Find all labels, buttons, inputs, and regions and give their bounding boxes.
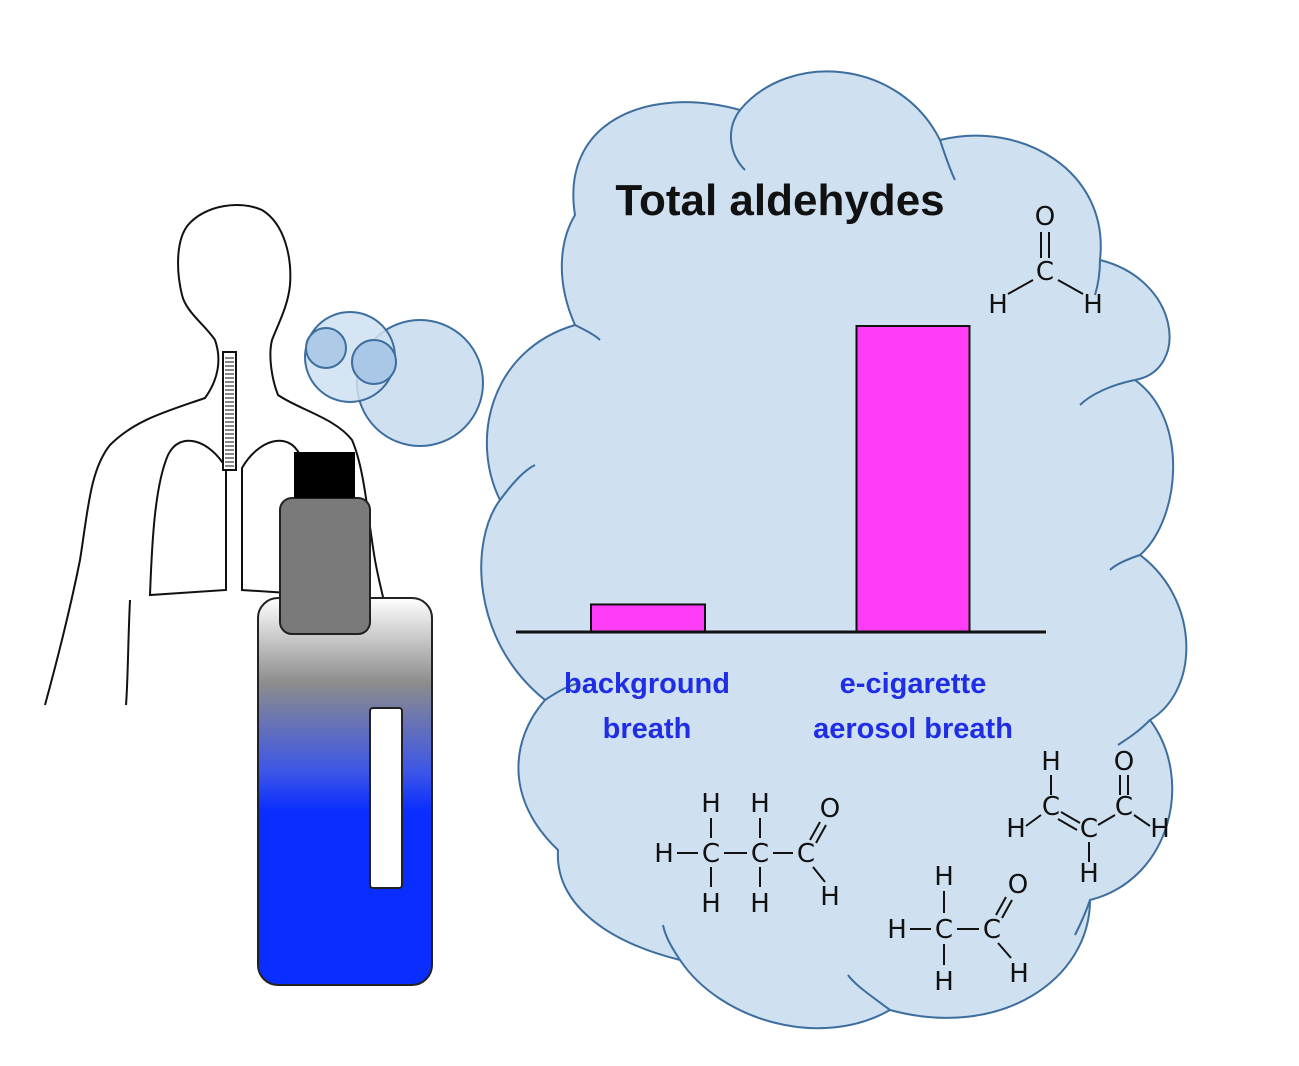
atom: O	[1114, 747, 1134, 777]
atom: H	[1079, 859, 1099, 889]
category-label-line: background	[564, 668, 730, 700]
atom: H	[750, 789, 770, 819]
formaldehyde-structure: O C H H	[988, 202, 1103, 320]
atom: C	[1042, 792, 1060, 822]
atom: C	[983, 915, 1001, 945]
propanal-structure: H H H C C C O H H H	[654, 789, 840, 919]
atom: H	[1150, 814, 1170, 844]
atom: C	[1115, 792, 1133, 822]
category-label-line: e-cigarette	[840, 668, 987, 700]
atom: H	[934, 862, 954, 892]
bar-group	[590, 325, 971, 634]
atom: H	[654, 839, 674, 869]
atom: H	[701, 889, 721, 919]
atom: H	[934, 967, 954, 997]
atom: O	[1008, 870, 1028, 900]
atom: C	[935, 915, 953, 945]
vape-bottle	[257, 452, 433, 986]
atom: C	[1080, 814, 1098, 844]
atom: C	[1036, 257, 1054, 287]
category-label-background: background breath	[564, 668, 730, 745]
atom: H	[887, 915, 907, 945]
atom: H	[1009, 959, 1029, 989]
atom: H	[1083, 290, 1103, 320]
atom: C	[702, 839, 720, 869]
thought-cloud	[480, 70, 1188, 1030]
chart-title: Total aldehydes	[615, 176, 944, 225]
atom: O	[820, 794, 840, 824]
category-label-line: breath	[603, 713, 692, 745]
category-label-ecigarette: e-cigarette aerosol breath	[813, 668, 1013, 745]
acetaldehyde-structure: H H C C O H H	[887, 862, 1029, 997]
bar-1	[855, 325, 971, 633]
atom: H	[1006, 814, 1026, 844]
acrolein-structure: H C H C H C O H	[1006, 747, 1170, 889]
cloud-inner-arcs	[499, 109, 1151, 1011]
atom: H	[820, 882, 840, 912]
category-label-line: aerosol breath	[813, 713, 1013, 745]
atom: H	[701, 789, 721, 819]
atom: H	[988, 290, 1008, 320]
atom: O	[1035, 202, 1055, 232]
bar-0	[590, 603, 706, 634]
atom: H	[1041, 747, 1061, 777]
atom: C	[797, 839, 815, 869]
thought-bubbles	[304, 311, 484, 447]
trachea	[222, 351, 237, 471]
atom: H	[750, 889, 770, 919]
atom: C	[751, 839, 769, 869]
